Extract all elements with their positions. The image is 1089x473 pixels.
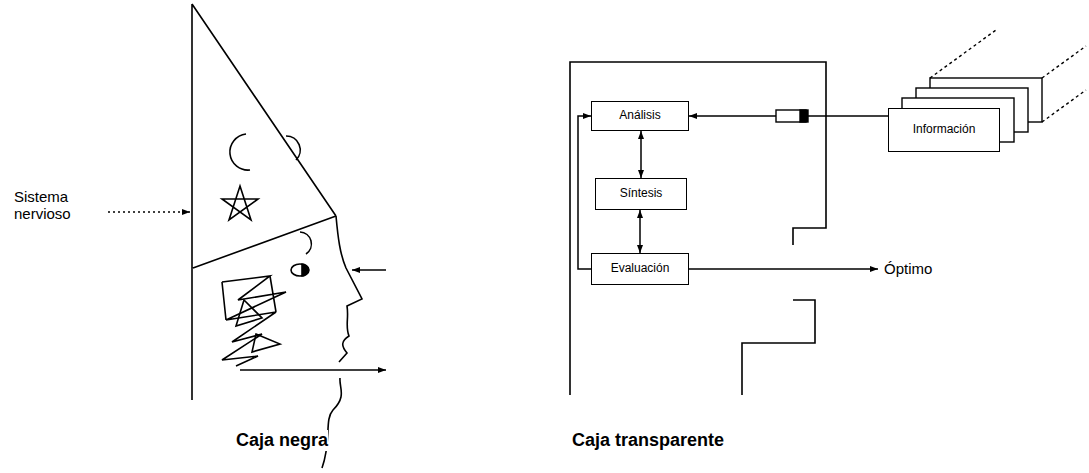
flow-arrow xyxy=(639,210,641,253)
leader-line xyxy=(108,211,190,213)
housing xyxy=(570,62,826,395)
filter-cap xyxy=(800,110,808,122)
hat-cone xyxy=(192,4,336,400)
filter-symbol xyxy=(776,110,808,122)
caption-text: Caja transparente xyxy=(572,430,724,451)
transparent-box-outline xyxy=(570,62,826,395)
nervous-triangles xyxy=(236,300,280,352)
moon-symbol xyxy=(230,134,250,170)
process-box: Análisis xyxy=(591,101,689,131)
process-box: Síntesis xyxy=(595,178,687,210)
eye xyxy=(291,264,309,276)
flow-arrow xyxy=(578,116,591,269)
hidden-circle xyxy=(286,136,311,254)
box-label: Análisis xyxy=(619,109,660,122)
wizard-head xyxy=(108,4,386,468)
callout-label: Óptimo xyxy=(884,260,932,277)
box-label: Evaluación xyxy=(611,262,670,275)
callout-label: Sistema nervioso xyxy=(14,188,106,223)
process-box: Evaluación xyxy=(591,253,689,285)
caption-text: Caja negra xyxy=(236,430,328,451)
output-arrow xyxy=(240,369,386,371)
output-arrow xyxy=(689,268,878,270)
box-label: Síntesis xyxy=(620,187,663,200)
data-box: Información xyxy=(888,108,1000,152)
eye-pupil xyxy=(302,264,308,276)
box-label: Información xyxy=(913,123,976,136)
flow-arrow xyxy=(640,131,642,178)
star-symbol xyxy=(222,186,258,220)
input-arrow xyxy=(352,269,386,271)
nervous-zigzag xyxy=(222,276,286,366)
